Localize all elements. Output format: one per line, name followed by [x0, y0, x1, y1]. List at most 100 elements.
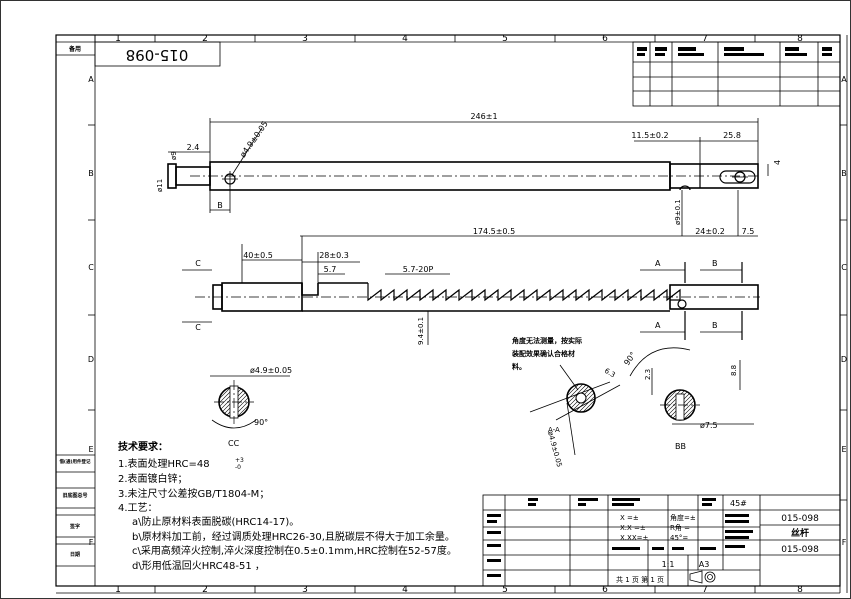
- tol-xx: X.X =±: [620, 524, 646, 532]
- title-block: [482, 494, 841, 587]
- section-bb: 90° 2.3 8.8 ø7.5 BB: [622, 347, 754, 451]
- row-label: F: [89, 538, 94, 547]
- technical-requirements: 技术要求： 1.表面处理HRC=48 +3 -0 2.表面镀白锌； 3.未注尺寸…: [118, 440, 457, 572]
- row-label: E: [841, 445, 846, 454]
- row-label: B: [88, 169, 94, 178]
- column-label: 3: [302, 34, 308, 44]
- row-label: A: [841, 75, 847, 84]
- tech-req-line-4: 4.工艺：: [118, 502, 158, 514]
- dim-6-3: 6.3: [603, 367, 617, 379]
- dim-dia-9-01: ø9±0.1: [674, 199, 682, 225]
- hatch-line: [594, 384, 595, 412]
- tech-req-line-3: 3.未注尺寸公差按GB/T1804-M；: [118, 487, 269, 500]
- tech-req-line-2: 2.表面镀白锌；: [118, 472, 188, 485]
- section-label-aa: A-A: [548, 426, 560, 434]
- shaft-top-view: 246±1 11.5±0.2 25.8 2.4 ø4.9±0.05 ø9 ø11…: [156, 112, 782, 237]
- dim-aa-dia: ø4.9±0.05: [546, 430, 563, 468]
- dim-28: 28±0.3: [319, 251, 349, 260]
- left-strip-sign: 签字: [69, 523, 80, 530]
- column-label: 2: [202, 585, 208, 595]
- part-number-2: 015-098: [781, 545, 819, 555]
- dim-40: 40±0.5: [243, 251, 273, 260]
- left-strip-borrowed: 借(通)用件登记: [58, 458, 91, 465]
- row-label: F: [842, 538, 847, 547]
- section-aa: 角度无法测量，按实际 装配效果确认合格材 料。 6.3 ø4.9±0.05 A-…: [511, 336, 621, 468]
- part-number: 015-098: [781, 514, 819, 524]
- title-block-header-marks: [487, 498, 753, 577]
- row-label: D: [841, 355, 847, 364]
- hatch-line: [236, 387, 249, 417]
- hatch-line: [567, 384, 588, 412]
- dim-5-7-20p: 5.7-20P: [403, 265, 434, 274]
- column-label: 3: [302, 585, 308, 595]
- column-label: 4: [402, 585, 408, 595]
- column-label: 5: [502, 585, 508, 595]
- column-label: 5: [502, 34, 508, 44]
- column-label: 2: [202, 34, 208, 44]
- cut-label-a-top: A: [655, 259, 661, 268]
- revision-table: [632, 41, 841, 107]
- hatch-line: [578, 384, 595, 412]
- dim-2-3: 2.3: [644, 369, 652, 380]
- cut-label-c-bottom: C: [195, 323, 201, 332]
- column-labels-bottom: 1 2 3 4 5 6 7 8: [115, 585, 803, 595]
- dim-7-5: 7.5: [742, 227, 755, 236]
- column-label: 1: [115, 585, 121, 595]
- tol-xxx: X.XX=±: [620, 534, 648, 542]
- scale: 1:1: [662, 560, 675, 569]
- dim-25-8: 25.8: [723, 131, 741, 140]
- section-label-cc: CC: [228, 439, 240, 448]
- note-angle-2: 装配效果确认合格材: [511, 349, 575, 358]
- tol-angle: 角度=±: [670, 513, 696, 522]
- sheet-count: 共 1 页 第 1 页: [616, 575, 664, 584]
- hatch-line: [567, 384, 580, 412]
- column-label: 6: [602, 585, 608, 595]
- left-strip-date: 日期: [70, 551, 80, 558]
- tech-req-line-7: c\采用高频淬火控制,淬火深度控制在0.5±0.1mm,HRC控制在52-57度…: [132, 544, 457, 557]
- tech-req-title: 技术要求：: [118, 440, 168, 453]
- hatch-line: [665, 390, 678, 420]
- tech-req-line-6: b\原材料加工前，经过调质处理HRC26-30,且脱碳层不得大于加工余量。: [132, 530, 455, 543]
- dim-dia-9: ø9: [170, 151, 178, 160]
- column-label: 7: [702, 34, 708, 44]
- section-label-bb: BB: [675, 442, 686, 451]
- column-label: 8: [797, 585, 803, 595]
- hatch-line: [682, 390, 695, 420]
- column-label: 8: [797, 34, 803, 44]
- row-label: B: [841, 169, 847, 178]
- tech-req-sup: +3: [235, 457, 244, 464]
- dim-dia-4-9: ø4.9±0.05: [238, 119, 270, 159]
- dim-8-8: 8.8: [730, 365, 738, 376]
- column-label: 7: [702, 585, 708, 595]
- tol-chamfer: 45°=: [670, 534, 688, 542]
- dim-9-4: 9.4±0.1: [417, 317, 425, 345]
- row-label: D: [88, 355, 94, 364]
- left-strip-spare: 备用: [68, 45, 81, 53]
- projection-symbol-icon: [689, 570, 716, 584]
- row-label: C: [88, 263, 94, 272]
- row-label: A: [88, 75, 94, 84]
- tech-req-line-8: d\形用低温回火HRC48-51 ，: [132, 559, 265, 572]
- cut-label-a-bottom: A: [655, 321, 661, 330]
- sheet-size: A3: [699, 560, 710, 569]
- dim-174-5: 174.5±0.5: [473, 227, 515, 236]
- dim-dia-11: ø11: [156, 179, 164, 192]
- cut-label-b-top: B: [712, 259, 718, 268]
- hatch-line: [567, 384, 584, 412]
- revision-header-marks: [637, 47, 832, 56]
- tol-r: R角 =: [670, 523, 690, 532]
- section-cc: ø4.9±0.05 90° CC: [210, 366, 292, 448]
- material: 45#: [730, 499, 747, 508]
- hatch-line: [567, 384, 568, 412]
- hatch-line: [582, 384, 595, 412]
- column-label: 4: [402, 34, 408, 44]
- dim-bb-angle: 90°: [622, 350, 638, 367]
- tech-req-line-1: 1.表面处理HRC=48: [118, 457, 210, 470]
- column-label: 6: [602, 34, 608, 44]
- label-b-small: B: [217, 201, 223, 210]
- hatch-line: [219, 387, 232, 417]
- part-name: 丝杆: [791, 527, 809, 539]
